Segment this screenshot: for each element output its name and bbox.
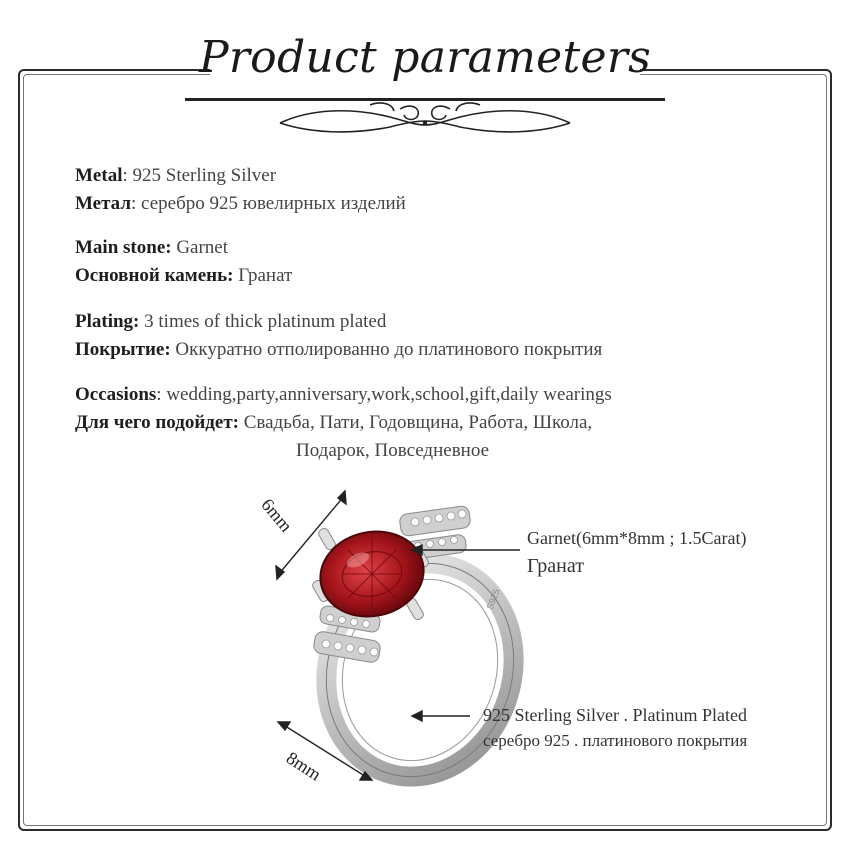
spec-value: 3 times of thick platinum plated (144, 311, 387, 332)
spec-value: Свадьба, Пати, Годовщина, Работа, Школа, (243, 412, 593, 433)
spec-plating-en: Plating: 3 times of thick platinum plate… (75, 308, 386, 336)
metal-callout-ru: серебро 925 . платинового покрытия (483, 731, 748, 750)
spec-label: Для чего подойдет: (75, 412, 239, 433)
spec-plating-ru: Покрытие: Оккуратно отполированно до пла… (75, 336, 602, 364)
flourish-ornament (279, 102, 571, 133)
title-mask (210, 40, 640, 100)
metal-callout: 925 Sterling Silver . Platinum Plated (483, 705, 747, 725)
spec-label: Метал (75, 193, 132, 214)
spec-occasions-ru: Для чего подойдет: Свадьба, Пати, Годовщ… (75, 409, 592, 437)
spec-sep: : (131, 193, 142, 214)
spec-value: серебро 925 ювелирных изделий (141, 193, 406, 214)
spec-value: Гранат (238, 265, 293, 286)
spec-metal-en: Metal: 925 Sterling Silver (75, 162, 276, 190)
spec-stone-en: Main stone: Garnet (75, 234, 228, 262)
stone-callout-ru: Гранат (527, 555, 584, 577)
spec-value: wedding,party,anniversary,work,school,gi… (166, 384, 612, 405)
spec-label: Покрытие: (75, 339, 171, 360)
page-title: Product parameters (198, 32, 652, 83)
spec-label: Основной камень: (75, 265, 234, 286)
spec-sep: : (156, 384, 167, 405)
spec-label: Metal (75, 165, 123, 186)
spec-metal-ru: Метал: серебро 925 ювелирных изделий (75, 190, 406, 218)
spec-value: 925 Sterling Silver (132, 165, 277, 186)
spec-label: Occasions (75, 384, 157, 405)
spec-label: Plating: (75, 311, 140, 332)
ring-illustration: S925 (312, 505, 524, 787)
spec-label: Main stone: (75, 237, 172, 258)
spec-occasions-ru-cont: Подарок, Повседневное (296, 437, 489, 465)
spec-stone-ru: Основной камень: Гранат (75, 262, 292, 290)
title-rule (185, 98, 665, 101)
spec-sep: : (122, 165, 133, 186)
spec-value: Оккуратно отполированно до платинового п… (175, 339, 603, 360)
spec-value: Garnet (176, 237, 229, 258)
stone-callout: Garnet(6mm*8mm ; 1.5Carat) (527, 528, 747, 548)
spec-occasions-en: Occasions: wedding,party,anniversary,wor… (75, 381, 612, 409)
spec-value: Подарок, Повседневное (296, 440, 490, 461)
